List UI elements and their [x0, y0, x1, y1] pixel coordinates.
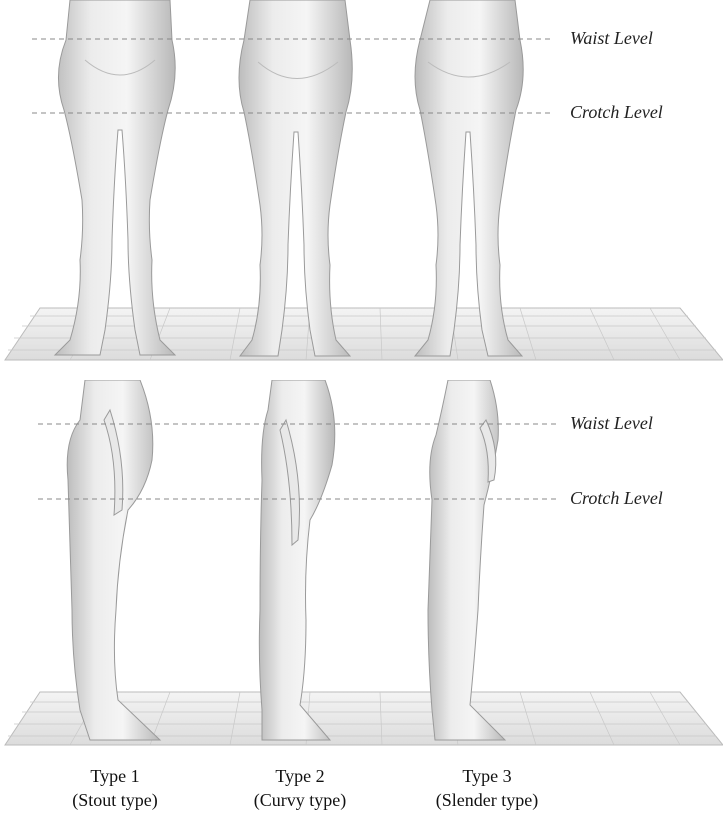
crotch-level-label-front: Crotch Level [570, 102, 663, 122]
floor-gridlines [8, 307, 716, 361]
side-view-panel: Waist Level Crotch Level [0, 380, 723, 760]
caption-type1-desc: (Stout type) [72, 790, 158, 810]
front-view-panel: Waist Level Crotch Level [0, 0, 723, 370]
figure-type2-side [258, 380, 336, 741]
front-view-scene [4, 0, 723, 361]
figure-type1-front [53, 0, 177, 356]
caption-type1-name: Type 1 [90, 766, 140, 786]
caption-type2-name: Type 2 [275, 766, 325, 786]
figure-type3-front [413, 0, 524, 357]
figure-type3-side [427, 380, 507, 741]
caption-type3-desc: (Slender type) [435, 790, 539, 810]
crotch-level-label-side: Crotch Level [570, 488, 663, 508]
figure-type2-front [238, 0, 353, 357]
waist-level-label-front: Waist Level [570, 28, 653, 48]
caption-type2-desc: (Curvy type) [253, 790, 347, 810]
caption-type3: Type 3 (Slender type) [412, 764, 562, 812]
figure-type1-side [66, 380, 162, 741]
waist-level-label-side: Waist Level [570, 413, 653, 433]
caption-type2: Type 2 (Curvy type) [225, 764, 375, 812]
caption-type1: Type 1 (Stout type) [40, 764, 190, 812]
caption-type3-name: Type 3 [462, 766, 512, 786]
floor-grid [4, 307, 723, 361]
side-view-scene [4, 380, 723, 746]
